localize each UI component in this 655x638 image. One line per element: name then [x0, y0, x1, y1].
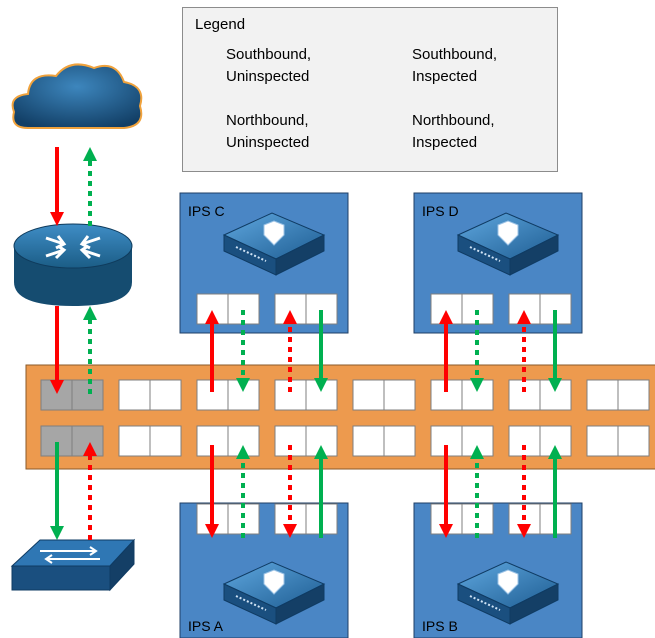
ips-appliance-icon: [456, 561, 560, 625]
ips-port: [461, 293, 494, 325]
ips-d-label: IPS D: [422, 203, 459, 219]
switch-port: [118, 379, 151, 411]
ips-appliance-icon: [456, 212, 560, 276]
northbound-uninspected-arrow: [283, 445, 297, 538]
legend-item-southbound-inspected: Southbound, Inspected: [412, 46, 498, 85]
ips-port: [227, 293, 260, 325]
ips-appliance-icon: [222, 212, 326, 276]
southbound-uninspected-arrow: [439, 445, 453, 538]
switch-port: [383, 379, 416, 411]
uplink-to-ips-arrow: [205, 310, 219, 392]
switch-port: [586, 425, 619, 457]
workgroup-switch-icon: [10, 538, 136, 592]
switch-port: [508, 379, 541, 411]
northbound-uninspected-arrow: [83, 442, 97, 540]
switch-port: [118, 425, 151, 457]
ips-c-label: IPS C: [188, 203, 225, 219]
ips-port: [196, 293, 229, 325]
switch-port: [274, 425, 307, 457]
ips-appliance-icon: [222, 561, 326, 625]
internet-cloud-icon: [11, 63, 143, 129]
switch-port: [508, 425, 541, 457]
switch-port: [352, 379, 385, 411]
switch-port: [617, 425, 650, 457]
southbound-inspected-arrow: [548, 310, 562, 392]
northbound-inspected-arrow: [83, 147, 97, 226]
northbound-uninspected-arrow: [517, 445, 531, 538]
southbound-uninspected-arrow: [50, 306, 64, 394]
uplink-to-ips-arrow: [439, 310, 453, 392]
ips-return-arrow: [470, 310, 484, 392]
legend-title: Legend: [195, 16, 246, 33]
southbound-uninspected-arrow: [205, 445, 219, 538]
southbound-inspected-arrow: [314, 310, 328, 392]
southbound-inspected-arrow: [548, 445, 562, 538]
switch-port: [149, 379, 182, 411]
ips-port: [227, 503, 260, 535]
switch-port: [149, 425, 182, 457]
northbound-uninspected-arrow: [283, 310, 297, 392]
southbound-inspected-arrow: [50, 442, 64, 540]
legend-item-northbound-uninspected: Northbound, Uninspected: [226, 112, 310, 151]
ips-b-label: IPS B: [422, 618, 458, 634]
router-icon: [13, 223, 133, 306]
southbound-inspected-arrow: [314, 445, 328, 538]
legend-panel: Legend Southbound, Uninspected Southboun…: [182, 7, 558, 172]
ips-port: [461, 503, 494, 535]
switch-port: [305, 425, 338, 457]
switch-port: [383, 425, 416, 457]
southbound-uninspected-arrow: [50, 147, 64, 226]
legend-item-northbound-inspected: Northbound, Inspected: [412, 112, 495, 151]
northbound-uninspected-arrow: [517, 310, 531, 392]
legend-item-southbound-uninspected: Southbound, Uninspected: [226, 46, 312, 85]
ips-a-label: IPS A: [188, 618, 224, 634]
switch-port: [617, 379, 650, 411]
northbound-inspected-arrow: [83, 306, 97, 394]
switch-port: [274, 379, 307, 411]
switch-port: [352, 425, 385, 457]
uplink-port: [71, 379, 104, 411]
switch-port: [586, 379, 619, 411]
northbound-inspected-arrow: [236, 445, 250, 538]
northbound-inspected-arrow: [470, 445, 484, 538]
ips-return-arrow: [236, 310, 250, 392]
